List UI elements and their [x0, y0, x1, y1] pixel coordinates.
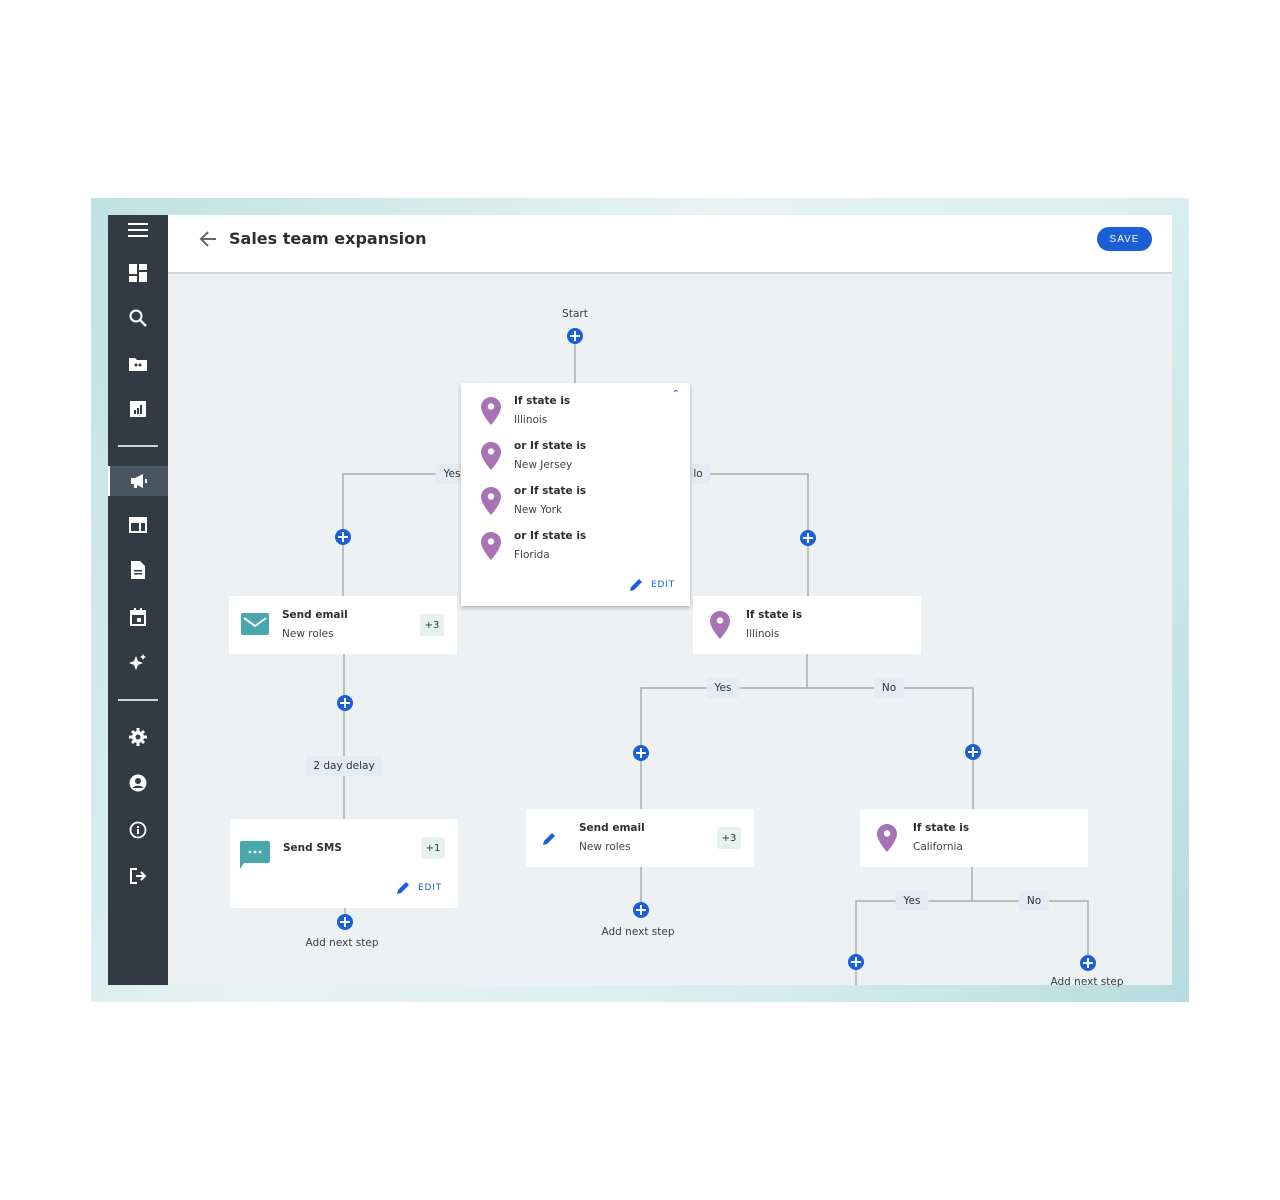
add-step-plus-icon[interactable]: [337, 914, 353, 930]
add-next-step-label[interactable]: Add next step: [601, 926, 675, 938]
card-title: If state is: [913, 822, 970, 834]
card-subtitle: California: [913, 841, 963, 853]
location-pin-icon: [710, 611, 730, 643]
pencil-icon: [630, 579, 643, 591]
condition-value: New Jersey: [514, 459, 573, 471]
location-pin-icon: [481, 487, 501, 519]
card-title: Send email: [282, 609, 348, 621]
account-icon[interactable]: [108, 768, 168, 798]
condition-card-california[interactable]: If state is California: [860, 809, 1088, 867]
location-pin-icon: [877, 824, 897, 856]
delay-label[interactable]: 2 day delay: [305, 756, 383, 776]
save-button[interactable]: SAVE: [1097, 227, 1152, 251]
page-title: Sales team expansion: [229, 229, 427, 248]
count-badge: +3: [717, 827, 741, 849]
edit-button[interactable]: EDIT: [397, 881, 442, 894]
sidebar-divider: [118, 445, 158, 447]
pencil-icon: [543, 830, 557, 849]
condition-value: Florida: [514, 549, 550, 561]
condition-title: or If state is: [514, 530, 587, 542]
pencil-icon: [397, 882, 410, 894]
contacts-folder-icon[interactable]: [108, 348, 168, 378]
add-next-step-label[interactable]: Add next step: [1050, 976, 1124, 988]
count-badge: +1: [421, 837, 445, 859]
add-step-plus-icon[interactable]: [633, 902, 649, 918]
condition-group-card[interactable]: ⌃ If state is Illinois or If state is Ne…: [461, 383, 690, 606]
campaigns-icon[interactable]: [108, 466, 168, 496]
send-email-card[interactable]: Send email New roles +3: [229, 596, 457, 654]
layout-icon[interactable]: [108, 510, 168, 540]
edit-button[interactable]: EDIT: [630, 578, 675, 591]
sidebar: [108, 215, 168, 985]
add-step-plus-icon[interactable]: [965, 744, 981, 760]
card-title: Send email: [579, 822, 645, 834]
card-title: If state is: [746, 609, 803, 621]
location-pin-icon: [481, 532, 501, 564]
location-pin-icon: [481, 397, 501, 429]
logout-icon[interactable]: [108, 861, 168, 891]
condition-title: or If state is: [514, 440, 587, 452]
yes-branch-label: Yes: [706, 678, 740, 698]
send-email-card[interactable]: Send email New roles +3: [526, 809, 754, 867]
collapse-chevron-icon[interactable]: ⌃: [671, 389, 680, 400]
count-badge: +3: [420, 614, 444, 636]
dashboard-icon[interactable]: [108, 258, 168, 288]
menu-icon[interactable]: [108, 215, 168, 245]
condition-value: Illinois: [514, 414, 548, 426]
card-subtitle: New roles: [579, 841, 631, 853]
yes-branch-label: Yes: [895, 891, 929, 911]
location-pin-icon: [481, 442, 501, 474]
send-sms-card[interactable]: Send SMS +1 EDIT: [230, 819, 458, 908]
search-icon[interactable]: [108, 303, 168, 333]
card-subtitle: New roles: [282, 628, 334, 640]
sidebar-divider: [118, 699, 158, 701]
card-title: Send SMS: [283, 842, 342, 854]
condition-title: If state is: [514, 395, 571, 407]
reports-icon[interactable]: [108, 394, 168, 424]
add-step-plus-icon[interactable]: [567, 328, 583, 344]
envelope-icon: [241, 613, 269, 639]
condition-title: or If state is: [514, 485, 587, 497]
chat-bubble-icon: [240, 841, 270, 873]
no-branch-label: lo: [685, 464, 711, 484]
document-icon[interactable]: [108, 555, 168, 585]
settings-icon[interactable]: [108, 722, 168, 752]
add-step-plus-icon[interactable]: [848, 954, 864, 970]
add-step-plus-icon[interactable]: [335, 529, 351, 545]
add-next-step-label[interactable]: Add next step: [305, 937, 379, 949]
yes-branch-label: Yes: [435, 464, 469, 484]
card-subtitle: Illinois: [746, 628, 780, 640]
header: Sales team expansion SAVE: [168, 215, 1172, 274]
sparkle-icon[interactable]: [108, 648, 168, 678]
back-arrow-icon[interactable]: [198, 229, 218, 253]
add-step-plus-icon[interactable]: [337, 695, 353, 711]
condition-card-illinois[interactable]: If state is Illinois: [693, 596, 921, 654]
no-branch-label: No: [873, 678, 905, 698]
add-step-plus-icon[interactable]: [800, 530, 816, 546]
start-label: Start: [562, 308, 588, 320]
edit-label: EDIT: [651, 579, 675, 590]
calendar-icon[interactable]: [108, 602, 168, 632]
condition-value: New York: [514, 504, 563, 516]
no-branch-label: No: [1018, 891, 1050, 911]
add-step-plus-icon[interactable]: [1080, 955, 1096, 971]
edit-label: EDIT: [418, 882, 442, 893]
info-icon[interactable]: [108, 815, 168, 845]
add-step-plus-icon[interactable]: [633, 745, 649, 761]
